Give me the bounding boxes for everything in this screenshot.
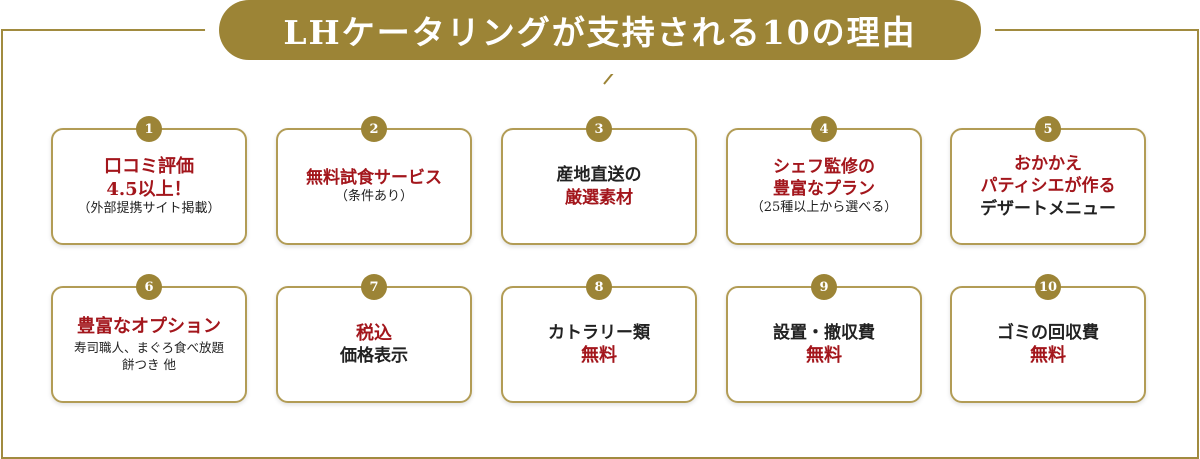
reason-card-10: 10 ゴミの回収費 無料	[950, 274, 1146, 403]
reason-card-8: 8 カトラリー類 無料	[501, 274, 697, 403]
reason-card-9: 9 設置・撤収費 無料	[726, 274, 922, 403]
reason-note: （条件あり）	[334, 189, 413, 205]
reason-card-3: 3 産地直送の 厳選素材	[501, 116, 697, 245]
reason-title-line: 厳選素材	[565, 187, 633, 208]
speech-pointer	[603, 61, 623, 85]
reason-title-line: シェフ監修の	[773, 156, 875, 177]
reason-value: 無料	[806, 344, 842, 366]
reason-number-badge: 1	[136, 116, 162, 142]
reason-number-badge: 10	[1035, 274, 1061, 300]
reason-subtitle: 価格表示	[340, 346, 408, 367]
reason-card-1: 1 口コミ評価 4.5以上！ （外部提携サイト掲載）	[51, 116, 247, 245]
reason-number-badge: 3	[586, 116, 612, 142]
reason-label: カトラリー類	[548, 322, 650, 343]
reason-card-5: 5 おかかえ パティシエが作る デザートメニュー	[950, 116, 1146, 245]
reason-number-badge: 8	[586, 274, 612, 300]
reason-label: 設置・撤収費	[773, 322, 875, 343]
reason-title-line: 4.5以上！	[106, 179, 192, 201]
reason-subtitle: デザートメニュー	[980, 198, 1116, 219]
reason-number-badge: 9	[811, 274, 837, 300]
reason-title-line: 無料試食サービス	[306, 168, 442, 188]
reason-title-line: 豊富なプラン	[773, 179, 875, 200]
reason-number-badge: 4	[811, 116, 837, 142]
header-title: LHケータリングが支持される10の理由	[219, 0, 981, 60]
reason-number-badge: 2	[361, 116, 387, 142]
reason-number-badge: 5	[1035, 116, 1061, 142]
reason-card-2: 2 無料試食サービス （条件あり）	[276, 116, 472, 245]
reason-value: 無料	[1030, 344, 1066, 366]
reason-title-line: 産地直送の	[556, 165, 642, 186]
reason-label: ゴミの回収費	[997, 322, 1099, 343]
reason-title-line: パティシエが作る	[980, 176, 1116, 197]
reason-note: 餅つき 他	[122, 357, 176, 373]
reason-title-line: おかかえ	[1014, 154, 1082, 175]
reason-note: （25種以上から選べる）	[750, 200, 898, 216]
reason-title-line: 豊富なオプション	[77, 316, 221, 338]
reason-number-badge: 6	[136, 274, 162, 300]
reason-title-line: 税込	[356, 322, 392, 344]
reason-card-4: 4 シェフ監修の 豊富なプラン （25種以上から選べる）	[726, 116, 922, 245]
reason-card-7: 7 税込 価格表示	[276, 274, 472, 403]
reason-value: 無料	[581, 344, 617, 366]
reason-number-badge: 7	[361, 274, 387, 300]
reason-title-line: 口コミ評価	[104, 155, 194, 177]
reason-note: 寿司職人、まぐろ食べ放題	[73, 339, 224, 355]
reason-note: （外部提携サイト掲載）	[77, 201, 221, 217]
reason-card-6: 6 豊富なオプション 寿司職人、まぐろ食べ放題 餅つき 他	[51, 274, 247, 403]
